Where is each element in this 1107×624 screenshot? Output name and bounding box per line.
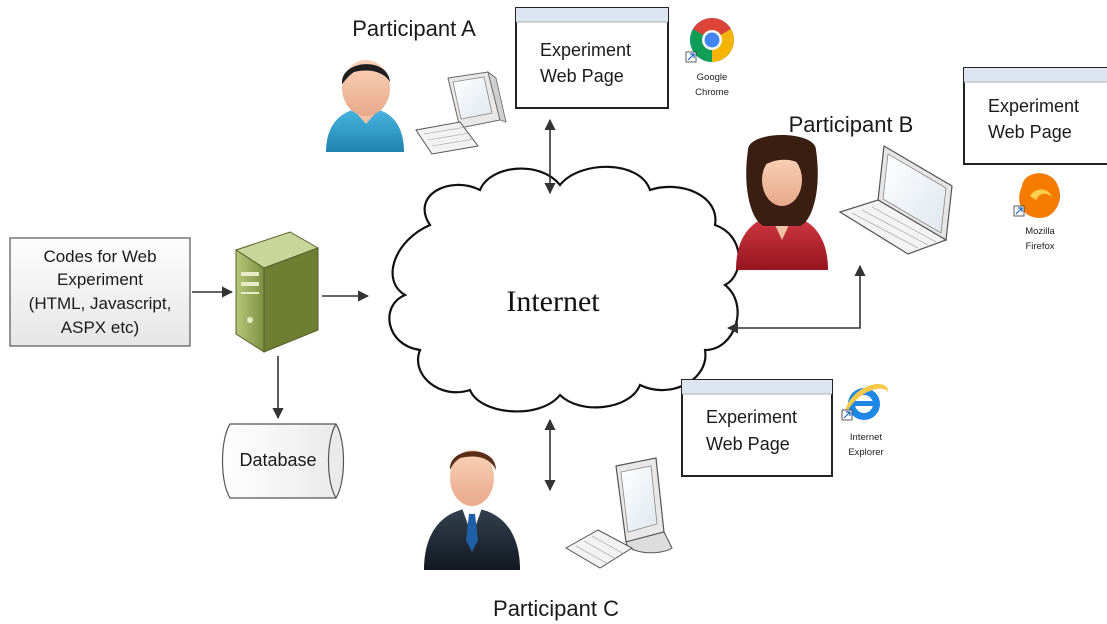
participant-b-label: Participant B (789, 112, 914, 137)
participant-c-label: Participant C (493, 596, 619, 621)
internet-cloud: Internet (388, 165, 740, 413)
participant-a-page-line-2: Web Page (540, 66, 624, 86)
participant-a-web-page: Experiment Web Page (515, 7, 669, 109)
participant-b-page-line-2: Web Page (988, 122, 1072, 142)
connectors (192, 118, 866, 492)
ie-label-line-2: Explorer (848, 447, 883, 458)
chrome-label-line-2: Chrome (695, 87, 729, 98)
participant-b-web-page: Experiment Web Page (963, 67, 1107, 165)
google-chrome-icon (685, 18, 734, 63)
internet-label: Internet (506, 285, 600, 318)
participant-a-page-line-1: Experiment (540, 40, 631, 60)
participant-a-label: Participant A (352, 16, 476, 41)
codes-box: Codes for Web Experiment (HTML, Javascri… (9, 237, 191, 347)
ie-label-line-1: Internet (850, 432, 883, 443)
participant-c-page-line-1: Experiment (706, 407, 797, 427)
server-icon (234, 231, 320, 353)
firefox-label-line-1: Mozilla (1025, 226, 1055, 237)
participant-c-page-line-2: Web Page (706, 434, 790, 454)
participant-a-person-icon (326, 60, 404, 152)
codes-line-3: (HTML, Javascript, (29, 294, 172, 313)
participant-b-page-line-1: Experiment (988, 96, 1079, 116)
chrome-label-line-1: Google (697, 72, 728, 83)
participant-c-web-page: Experiment Web Page (681, 379, 833, 477)
participant-c-computer-icon (564, 457, 673, 569)
connector-participant-b (726, 264, 866, 334)
firefox-label-line-2: Firefox (1025, 241, 1054, 252)
internet-explorer-icon (841, 384, 889, 421)
codes-line-2: Experiment (57, 270, 143, 289)
codes-line-4: ASPX etc) (61, 318, 139, 337)
mozilla-firefox-icon (1013, 173, 1060, 218)
database-icon: Database (221, 423, 345, 499)
database-label: Database (239, 450, 316, 470)
participant-a-computer-icon (415, 71, 507, 155)
participant-c-person-icon (424, 450, 520, 570)
participant-b-laptop-icon (838, 145, 953, 255)
participant-b-person-icon (736, 135, 828, 270)
codes-line-1: Codes for Web (43, 247, 156, 266)
